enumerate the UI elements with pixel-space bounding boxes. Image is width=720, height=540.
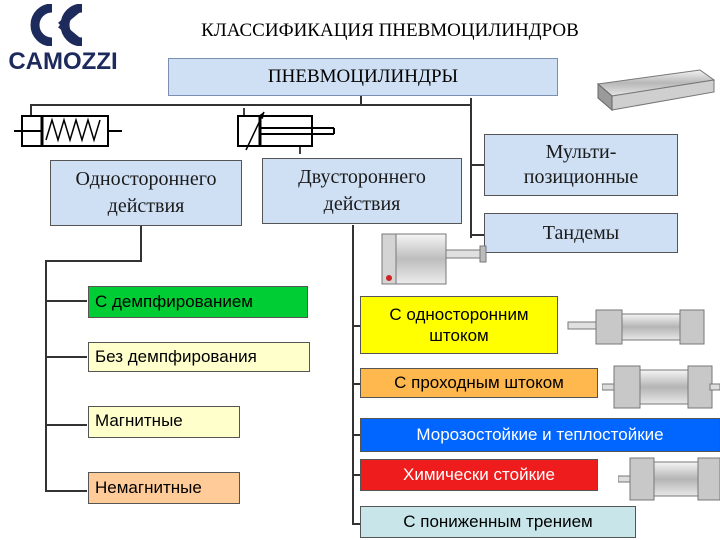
category-tandem: Тандемы — [484, 213, 678, 253]
connector — [352, 325, 360, 327]
cylinder-photo-icon — [567, 309, 705, 345]
camozzi-logo-text: CAMOZZI — [4, 50, 122, 74]
type-low-friction: С пониженным трением — [360, 506, 636, 538]
single-acting-symbol-icon — [14, 115, 122, 147]
connector — [360, 96, 362, 106]
root-node: ПНЕВМОЦИЛИНДРЫ — [168, 58, 558, 96]
connector — [45, 490, 87, 492]
connector — [352, 225, 354, 525]
cylinder-photo-icon — [596, 69, 716, 112]
cylinder-photo-icon — [381, 233, 487, 285]
connector — [352, 523, 360, 525]
double-acting-symbol-icon — [237, 108, 335, 154]
connector — [30, 104, 32, 116]
cylinder-photo-icon — [618, 457, 720, 501]
type-nonmagnetic: Немагнитные — [88, 472, 240, 504]
page-title: КЛАССИФИКАЦИЯ ПНЕВМОЦИЛИНДРОВ — [201, 20, 579, 41]
connector — [470, 98, 472, 238]
type-magnetic: Магнитные — [88, 406, 240, 438]
category-multi-position: Мульти-позиционные — [484, 134, 678, 196]
camozzi-logo-mark — [30, 4, 83, 46]
connector — [45, 260, 47, 492]
type-chem-resistant: Химически стойкие — [360, 459, 598, 491]
category-single-acting: Одностороннего действия — [50, 160, 242, 226]
connector — [470, 234, 484, 236]
connector — [352, 434, 360, 436]
connector — [45, 300, 87, 302]
connector — [45, 424, 87, 426]
cylinder-photo-icon — [602, 365, 720, 409]
connector — [352, 474, 360, 476]
connector — [30, 104, 470, 106]
connector — [470, 164, 484, 166]
type-through-rod: С проходным штоком — [360, 368, 598, 398]
connector — [352, 383, 360, 385]
type-undamped: Без демпфирования — [88, 342, 310, 372]
type-damped: С демпфированием — [88, 286, 308, 318]
connector — [45, 260, 142, 262]
type-temp-resistant: Морозостойкие и теплостойкие — [360, 418, 720, 452]
connector — [45, 356, 87, 358]
connector — [140, 222, 142, 262]
type-single-rod: С односторонним штоком — [360, 296, 558, 354]
category-double-acting: Двустороннего действия — [262, 158, 462, 224]
